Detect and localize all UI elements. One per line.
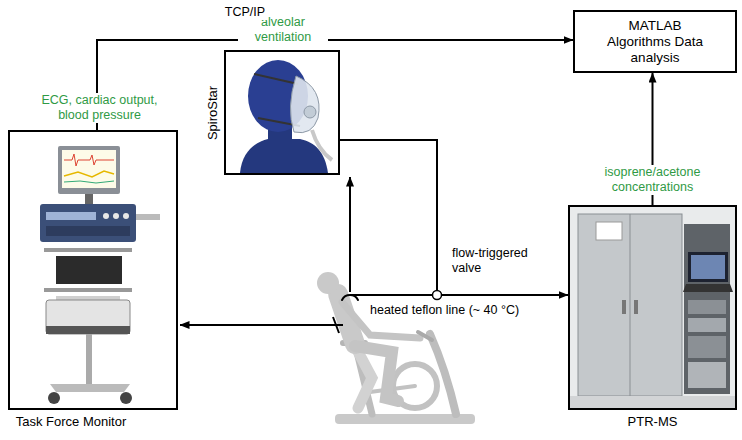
software-box: MATLAB Algorithms Data analysis [573, 10, 737, 73]
task-force-photo [103, 213, 109, 219]
task-force-photo [56, 256, 122, 284]
ptrms-photo [684, 224, 730, 394]
task-force-photo [64, 171, 114, 177]
ptrms-photo [688, 318, 726, 332]
box-text: MATLAB Algorithms Data analysis [603, 18, 707, 66]
valve-symbol [433, 291, 442, 300]
device-photo-frame: Task Force Monitor [8, 130, 178, 410]
valve-label: flow-triggered valve [452, 246, 544, 276]
task-force-photo [46, 226, 130, 236]
ptrms-photo [688, 336, 726, 358]
device-name: Task Force Monitor [0, 414, 154, 430]
connector-arrow [97, 40, 573, 130]
task-force-photo [44, 248, 132, 252]
signal-wire [333, 317, 339, 333]
task-force-photo [50, 384, 130, 392]
task-force-photo [86, 334, 92, 384]
mask-photo [312, 130, 332, 160]
ptrms-photo [630, 214, 631, 396]
cyclist-figure [418, 332, 432, 340]
device-photo-frame: SpiroStar [224, 50, 340, 175]
task-force-photo [48, 392, 60, 404]
device-name: PTR-MS [570, 414, 735, 430]
ptrms-photo [688, 300, 726, 314]
device-name: SpiroStar [204, 52, 220, 173]
mask-photo [226, 52, 338, 173]
cyclist-figure [355, 346, 398, 401]
task-force-photo [85, 194, 93, 204]
ptrms-photo [622, 300, 626, 314]
signal-label: ECG, cardiac output, blood pressure [32, 93, 167, 123]
device-photo-frame: PTR-MS [568, 205, 737, 410]
task-force-photo [10, 132, 176, 408]
task-force-photo [46, 212, 96, 220]
cyclist-figure [355, 346, 372, 408]
task-force-photo [46, 326, 130, 334]
task-force-photo [120, 392, 132, 404]
ptrms-photo [634, 300, 638, 314]
ptrms-photo [596, 222, 622, 240]
task-force-photo [123, 213, 129, 219]
mask-photo [304, 106, 316, 118]
mask-photo [240, 139, 328, 173]
signal-wire [349, 177, 351, 292]
task-force-photo [64, 181, 114, 183]
mask-photo [254, 74, 298, 84]
task-force-photo [64, 154, 114, 166]
task-force-photo [136, 214, 160, 220]
tube-label: heated teflon line (~ 40 °C) [370, 303, 519, 318]
task-force-photo [10, 132, 176, 408]
ptrms-photo [570, 207, 735, 408]
connector-label: TCP/IP [222, 5, 268, 20]
ptrms-photo [688, 252, 728, 282]
mask-photo [226, 52, 338, 173]
ptrms-photo [683, 284, 733, 292]
signal-wire [180, 324, 343, 326]
signal-label: isoprene/acetone concentrations [592, 165, 713, 195]
ptrms-photo [691, 255, 725, 279]
connector-arrow [340, 140, 568, 295]
signal-wire [350, 294, 437, 296]
ptrms-photo [570, 207, 735, 408]
task-force-photo [44, 288, 132, 292]
task-force-photo [62, 150, 116, 188]
ptrms-photo [688, 362, 726, 388]
cyclist-figure [317, 272, 339, 294]
ptrms-photo [578, 214, 682, 396]
ptrms-photo [570, 396, 735, 408]
mask-photo [290, 76, 319, 133]
task-force-photo [40, 204, 136, 242]
task-force-photo [46, 300, 130, 334]
task-force-photo [113, 213, 119, 219]
task-force-photo [58, 146, 120, 194]
